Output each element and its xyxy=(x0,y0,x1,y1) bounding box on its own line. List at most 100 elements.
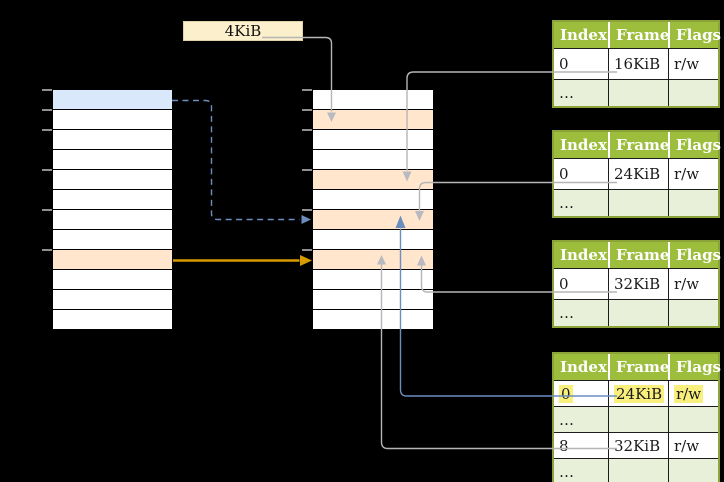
frame-table-32kib-header-frame: Frame xyxy=(608,242,669,268)
frame-cell-cell-11 xyxy=(313,310,433,330)
virtual-cell-cell-2 xyxy=(53,130,172,150)
table-cell: 0 xyxy=(554,49,608,79)
table-cell: 24KiB xyxy=(608,381,668,406)
table-row: 8 32KiB r/w xyxy=(554,432,718,458)
tick-left-column xyxy=(42,249,52,251)
virtual-memory-column xyxy=(53,90,172,330)
tick-middle-column xyxy=(302,129,312,131)
table-cell-text: 16KiB xyxy=(614,55,661,73)
table-cell-text: 32KiB xyxy=(614,436,661,455)
table-cell xyxy=(668,80,718,106)
table-cell-text: … xyxy=(559,84,574,102)
virtual-cell-cell-8 xyxy=(53,250,172,270)
table-row: … xyxy=(554,79,718,106)
table-cell: 0 xyxy=(554,269,608,299)
tick-middle-column xyxy=(302,169,312,171)
table-cell: r/w xyxy=(668,381,718,406)
table-cell-text: r/w xyxy=(674,55,700,73)
table-row: 0 16KiB r/w xyxy=(554,48,718,79)
table-cell: … xyxy=(554,80,608,106)
frame-cell-cell-7 xyxy=(313,230,433,250)
table-cell xyxy=(608,190,668,216)
table-cell-text: 0 xyxy=(559,384,573,403)
virtual-cell-cell-3 xyxy=(53,150,172,170)
tick-left-column xyxy=(42,209,52,211)
table-cell-text: r/w xyxy=(674,275,700,293)
frame-cell-cell-10 xyxy=(313,290,433,310)
virtual-cell-cell-6 xyxy=(53,210,172,230)
virtual-cell-cell-7 xyxy=(53,230,172,250)
tick-left-column xyxy=(42,129,52,131)
table-cell-text: … xyxy=(559,462,574,481)
virtual-cell-cell-10 xyxy=(53,290,172,310)
table-cell: r/w xyxy=(668,159,718,189)
table-cell-text: 8 xyxy=(559,436,569,455)
table-cell xyxy=(608,300,668,326)
table-cell: r/w xyxy=(668,269,718,299)
arrowhead-right-gold xyxy=(300,255,312,266)
table-row: 0 24KiB r/w xyxy=(554,158,718,189)
table-cell: 0 xyxy=(554,159,608,189)
table-cell: 16KiB xyxy=(608,49,668,79)
tick-middle-column xyxy=(302,249,312,251)
table-cell-text: 32KiB xyxy=(614,275,661,293)
tick-left-column xyxy=(42,169,52,171)
table-row: … xyxy=(554,458,718,482)
virtual-cell-cell-5 xyxy=(53,190,172,210)
tick-middle-column xyxy=(302,209,312,211)
table-cell: r/w xyxy=(668,433,718,458)
frame-table-24kib-header-flags: Flags xyxy=(668,132,721,158)
page-size-label: 4KiB xyxy=(224,22,262,40)
frame-table-level1-header-frame: Frame xyxy=(608,354,669,380)
table-cell-text: r/w xyxy=(674,165,700,183)
table-row: 0 32KiB r/w xyxy=(554,268,718,299)
table-cell: 32KiB xyxy=(608,433,668,458)
table-cell xyxy=(608,459,668,482)
table-cell xyxy=(608,80,668,106)
frame-table-16kib-header-index: Index xyxy=(560,26,607,44)
frame-table-32kib-header-index: Index xyxy=(560,246,607,264)
table-cell: 0 xyxy=(554,381,608,406)
table-cell: 24KiB xyxy=(608,159,668,189)
table-cell: 32KiB xyxy=(608,269,668,299)
table-row: … xyxy=(554,189,718,216)
frame-table-level1-header-flags: Flags xyxy=(668,354,721,380)
table-row: 0 24KiB r/w xyxy=(554,380,718,406)
table-cell xyxy=(668,407,718,432)
table-cell xyxy=(668,300,718,326)
table-cell: … xyxy=(554,407,608,432)
table-cell: … xyxy=(554,300,608,326)
frame-cell-cell-2 xyxy=(313,130,433,150)
table-cell-text: … xyxy=(559,304,574,322)
table-cell-text: r/w xyxy=(674,384,704,403)
table-cell: 8 xyxy=(554,433,608,458)
table-cell: … xyxy=(554,190,608,216)
frame-table-24kib-header-frame: Frame xyxy=(608,132,669,158)
table-cell-text: 0 xyxy=(559,275,569,293)
virtual-cell-cell-11 xyxy=(53,310,172,330)
frame-cell-cell-4 xyxy=(313,170,433,190)
frame-table-16kib-header-flags: Flags xyxy=(668,22,721,48)
tick-middle-column xyxy=(302,109,312,111)
table-cell xyxy=(668,459,718,482)
virtual-cell-cell-4 xyxy=(53,170,172,190)
table-cell-text: 0 xyxy=(559,165,569,183)
table-row: … xyxy=(554,299,718,326)
page-size-label-box: 4KiB xyxy=(183,21,303,41)
table-cell-text: 0 xyxy=(559,55,569,73)
table-cell-text: 24KiB xyxy=(614,165,661,183)
tick-middle-column xyxy=(302,89,312,91)
arrowhead-right-dashed xyxy=(301,215,311,224)
frame-cell-cell-6 xyxy=(313,210,433,230)
virtual-cell-cell-9 xyxy=(53,270,172,290)
frame-table-32kib-header-flags: Flags xyxy=(668,242,721,268)
